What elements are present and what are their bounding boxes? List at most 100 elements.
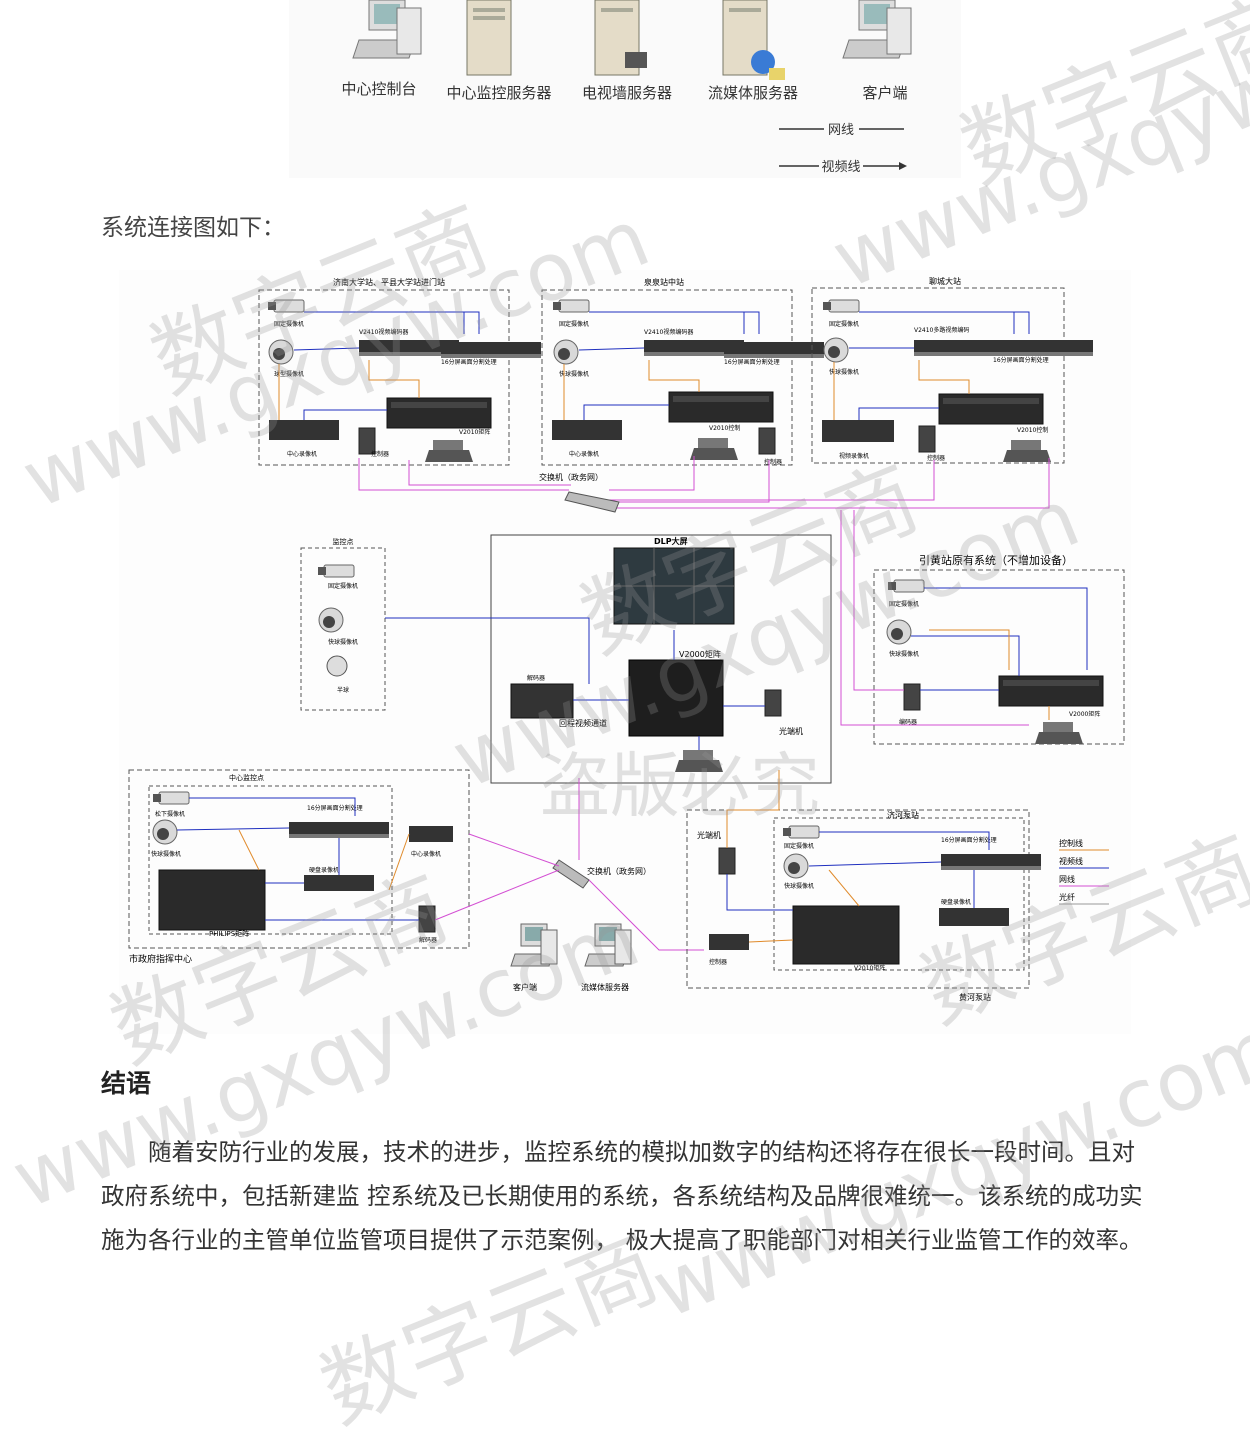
figure-caption: 系统连接图如下： — [101, 215, 285, 241]
label: 编码器 — [899, 718, 917, 726]
label: 松下摄像机 — [155, 810, 185, 818]
ptz-camera-icon — [783, 853, 809, 879]
label: V2010矩阵 — [854, 964, 885, 972]
label: 快球摄像机 — [829, 368, 859, 376]
site-title: 泉泉站中站 — [644, 277, 684, 287]
label: 固定摄像机 — [328, 582, 358, 590]
camera-icon — [267, 299, 305, 313]
camera-icon — [152, 791, 190, 805]
stream-server: 流媒体服务器 — [581, 923, 632, 992]
label: V2010矩阵 — [459, 428, 490, 436]
label: DLP大屏 — [654, 536, 688, 546]
label: 中心录像机 — [411, 850, 441, 858]
matrix-device — [668, 391, 774, 423]
label: 流媒体服务器 — [581, 982, 629, 992]
site-1: 济南大学站、平县大学站进门站 固定摄像机 球型摄像机 V2410视频编码器 16… — [258, 277, 541, 466]
label: 16分屏画面分割处理 — [307, 804, 363, 812]
label: 快球摄像机 — [151, 850, 181, 858]
label: 中心录像机 — [569, 450, 599, 458]
philips-matrix — [158, 869, 266, 931]
label: 解码器 — [527, 674, 545, 682]
label: 中心录像机 — [287, 450, 317, 458]
keyboard-icon — [675, 750, 723, 772]
switch-top: 交换机（政务网） — [539, 472, 620, 513]
dvr-device — [269, 420, 339, 440]
site-title: 聊城大站 — [929, 276, 961, 286]
decoder-box — [418, 905, 436, 933]
client-pc: 客户端 — [510, 923, 558, 992]
divider-device — [289, 822, 389, 838]
label: 快球摄像机 — [784, 882, 814, 890]
dvr-device — [552, 420, 622, 440]
device-label: 中心监控服务器 — [446, 84, 551, 102]
matrix-device — [386, 397, 492, 429]
label: 控制器 — [709, 958, 727, 966]
label: 16分屏画面分割处理 — [724, 358, 780, 366]
keyboard-icon — [690, 438, 738, 460]
dlp-video-wall — [613, 547, 735, 625]
computer-icon — [510, 923, 558, 967]
legend-label: 控制线 — [1059, 838, 1083, 848]
label: 快球摄像机 — [328, 638, 358, 646]
label: 中心监控点 — [229, 773, 264, 782]
ptz-camera-icon — [886, 619, 912, 645]
recorder-device — [409, 826, 453, 842]
label: 快球摄像机 — [559, 370, 589, 378]
label: 市政府指挥中心 — [129, 953, 192, 965]
server-icon — [722, 0, 785, 80]
label: 16分屏画面分割处理 — [993, 356, 1049, 364]
switch-bottom: 交换机（政务网） — [434, 778, 704, 951]
video-channel-device — [510, 683, 574, 719]
divider-device — [441, 342, 541, 358]
divider-device — [724, 342, 824, 358]
ptz-camera-icon — [268, 339, 294, 365]
label: V2000矩阵 — [1069, 710, 1100, 718]
label: V2000矩阵 — [679, 649, 721, 659]
label: 监控点 — [333, 537, 354, 546]
camera-icon — [822, 299, 860, 313]
server-icon — [466, 0, 512, 76]
device-label: 客户端 — [862, 84, 907, 102]
label: 硬盘录像机 — [941, 898, 971, 906]
command-center: 中心监控点 松下摄像机 快球摄像机 16分屏画面分割处理 硬盘录像机 中心录像机… — [128, 769, 470, 965]
label: V2010控制 — [1017, 426, 1048, 434]
legend: 控制线 视频线 网线 光纤 — [1059, 838, 1109, 905]
controller-device — [709, 934, 749, 950]
keyboard-icon — [1035, 722, 1083, 744]
label: 光端机 — [779, 726, 803, 736]
label: 交换机（政务网） — [539, 472, 603, 482]
ptz-camera-icon — [318, 607, 344, 633]
camera-icon — [782, 825, 820, 839]
label: 快球摄像机 — [889, 650, 919, 658]
v2010-matrix — [792, 905, 900, 965]
label: 回程视频通道 — [559, 718, 607, 728]
matrix-device — [998, 675, 1104, 707]
label: 16分屏画面分割处理 — [941, 836, 997, 844]
keyboard-icon — [425, 440, 473, 462]
label: V2410多路视频编码 — [914, 326, 969, 334]
camera-icon — [552, 299, 590, 313]
legend-label: 网线 — [1059, 874, 1075, 884]
keyboard-icon — [1003, 440, 1051, 462]
section-heading: 结语 — [101, 1069, 152, 1098]
label: 引黄站原有系统（不增加设备） — [919, 553, 1073, 567]
fiber-transceiver — [764, 689, 782, 717]
fiber-transceiver — [718, 847, 736, 875]
matrix-device — [938, 393, 1044, 425]
ptz-camera-icon — [553, 339, 579, 365]
label: 解码器 — [419, 936, 437, 944]
system-connection-diagram: 济南大学站、平县大学站进门站 固定摄像机 球型摄像机 V2410视频编码器 16… — [119, 270, 1131, 1034]
computer-icon — [352, 0, 422, 59]
divider-device — [941, 854, 1041, 870]
dvr-device — [822, 420, 894, 442]
conclusion-paragraph: 随着安防行业的发展，技术的进步，监控系统的模拟加数字的结构还将存在很长一段时间。… — [101, 1138, 1143, 1254]
device-label: 中心控制台 — [341, 80, 416, 98]
label: 视频录像机 — [839, 452, 869, 460]
label: 固定摄像机 — [889, 600, 919, 608]
label: 球型摄像机 — [274, 370, 304, 378]
v2000-matrix — [628, 659, 724, 737]
dvr-device — [939, 908, 1009, 926]
label: 控制器 — [371, 450, 389, 458]
computer-icon — [584, 923, 632, 967]
label: 黄河泵站 — [959, 992, 991, 1002]
